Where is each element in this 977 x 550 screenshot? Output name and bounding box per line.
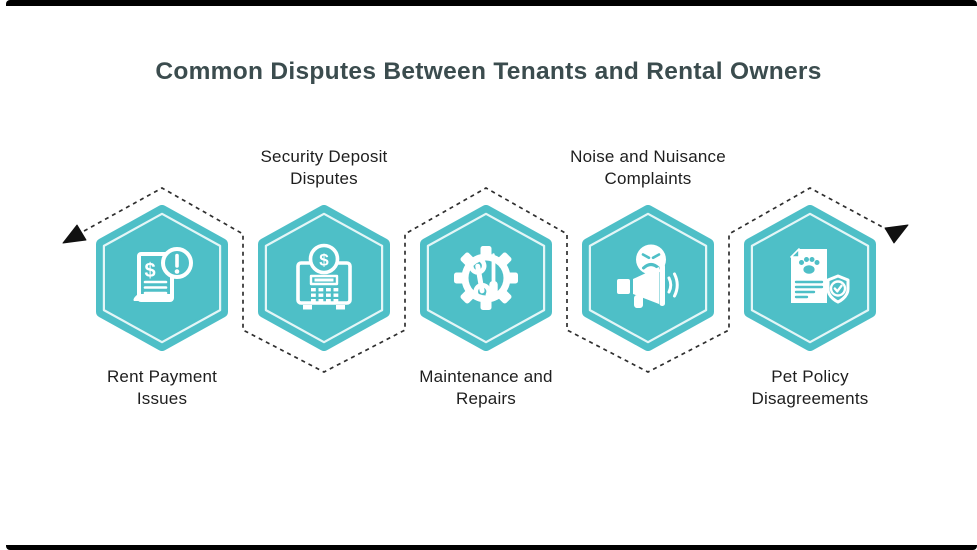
bottom-frame-bar: [6, 545, 977, 550]
label-rent-payment: Rent Payment Issues: [52, 366, 272, 409]
hex-item-rent-payment: $: [96, 205, 228, 351]
label-line: Noise and Nuisance: [570, 147, 726, 166]
svg-text:$: $: [144, 260, 155, 282]
label-line: Pet Policy: [771, 367, 849, 386]
wrench-icon: [468, 258, 491, 299]
hex-item-maintenance: [420, 205, 552, 351]
hexagon-shape: [258, 205, 390, 351]
page-title: Common Disputes Between Tenants and Rent…: [155, 58, 822, 86]
label-line: Disputes: [290, 168, 358, 188]
shield-check-icon: [826, 274, 850, 304]
noise-megaphone-icon: [617, 244, 679, 308]
label-line: Security Deposit: [260, 147, 388, 166]
hex-item-security-deposit: $: [258, 205, 390, 351]
label-line: Disagreements: [751, 388, 869, 408]
label-line: Repairs: [456, 388, 516, 408]
label-line: Complaints: [604, 168, 692, 188]
angry-face: [636, 244, 666, 275]
label-maintenance: Maintenance and Repairs: [376, 366, 596, 409]
screwdriver-icon: [489, 253, 498, 296]
sound-waves: [667, 272, 679, 298]
label-noise: Noise and Nuisance Complaints: [538, 146, 758, 189]
svg-text:$: $: [319, 251, 329, 270]
paw-print: [799, 257, 820, 274]
top-frame-bar: [6, 0, 977, 6]
pet-policy-document-shield-icon: [790, 248, 850, 304]
label-pet-policy: Pet Policy Disagreements: [700, 366, 920, 409]
megaphone-body: [617, 264, 665, 308]
hex-item-pet-policy: [744, 205, 876, 351]
security-deposit-safe-icon: $: [296, 243, 352, 310]
hexagon-shape: [96, 205, 228, 351]
safe-keypad: [311, 288, 339, 303]
maintenance-gear-tools-icon: [454, 246, 518, 310]
hex-item-noise: [582, 205, 714, 351]
start-arrow-icon: [62, 224, 87, 244]
label-line: Maintenance and: [419, 367, 553, 386]
label-security-deposit: Security Deposit Disputes: [214, 146, 434, 189]
end-arrow-icon: [884, 224, 909, 244]
label-line: Issues: [136, 388, 188, 408]
label-line: Rent Payment: [106, 367, 218, 386]
rent-payment-document-icon: $: [133, 247, 193, 302]
document-lines: [794, 280, 824, 299]
